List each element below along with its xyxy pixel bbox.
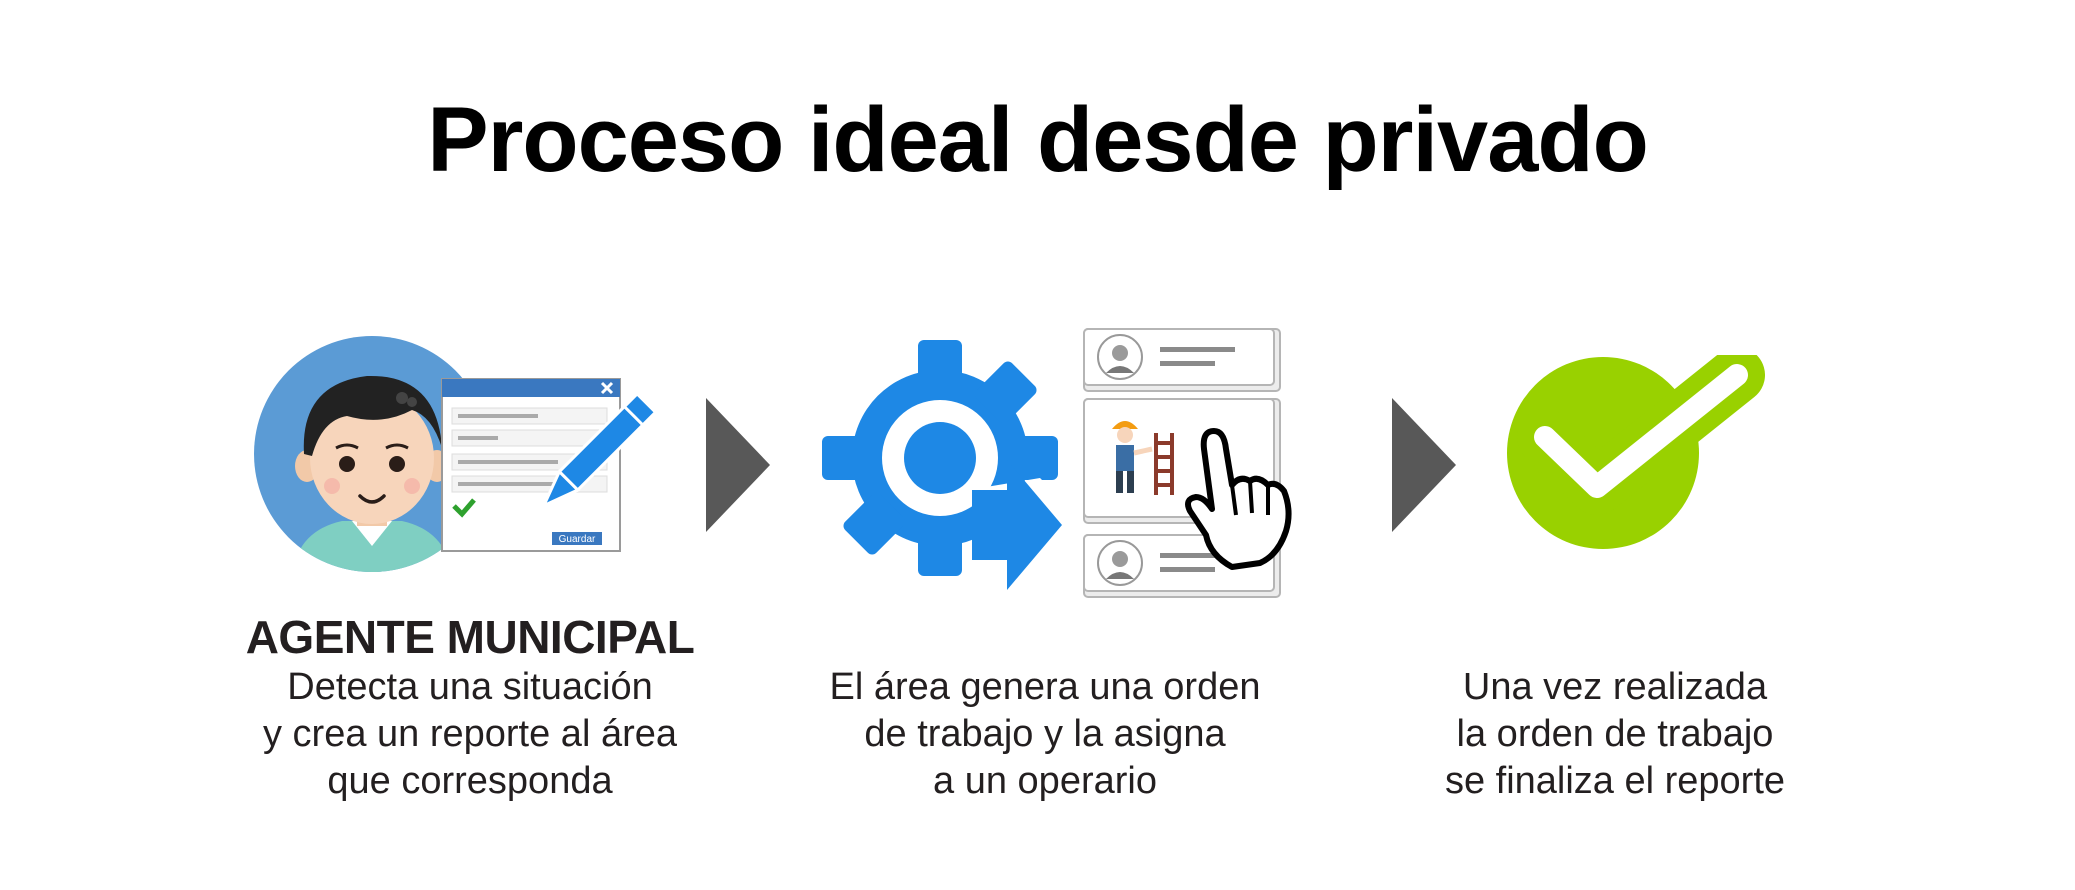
step-2-description: El área genera una orden de trabajo y la… <box>745 664 1345 805</box>
step-2-line-3: a un operario <box>933 760 1157 802</box>
save-button-label: Guardar <box>559 534 596 545</box>
checkmark-icon <box>1507 355 1765 549</box>
page-title: Proceso ideal desde privado <box>427 89 1649 191</box>
step-1-heading: AGENTE MUNICIPAL <box>245 611 695 663</box>
agent-avatar-icon: Guardar <box>254 336 658 572</box>
step-1-line-1: Detecta una situación <box>287 666 653 708</box>
next-arrow-icon <box>1392 398 1456 532</box>
step-2-line-2: de trabajo y la asigna <box>864 713 1226 755</box>
edit-form-icon: Guardar <box>441 378 621 552</box>
step-3-line-1: Una vez realizada <box>1462 666 1768 708</box>
step-1-description: Detecta una situación y crea un reporte … <box>170 664 770 805</box>
pointing-hand-icon <box>1185 428 1292 570</box>
step-1-line-3: que corresponda <box>327 760 613 802</box>
step-3-line-3: se finaliza el reporte <box>1444 760 1786 802</box>
gear-process-icon <box>822 340 1072 590</box>
step-1-line-2: y crea un reporte al área <box>262 713 677 755</box>
pencil-icon <box>540 391 658 509</box>
step-3-line-2: la orden de trabajo <box>1456 713 1774 755</box>
next-arrow-icon <box>706 398 770 532</box>
operator-cards-icon <box>1083 328 1292 598</box>
step-3-description: Una vez realizada la orden de trabajo se… <box>1315 664 1915 805</box>
step-2-line-1: El área genera una orden <box>829 666 1261 708</box>
